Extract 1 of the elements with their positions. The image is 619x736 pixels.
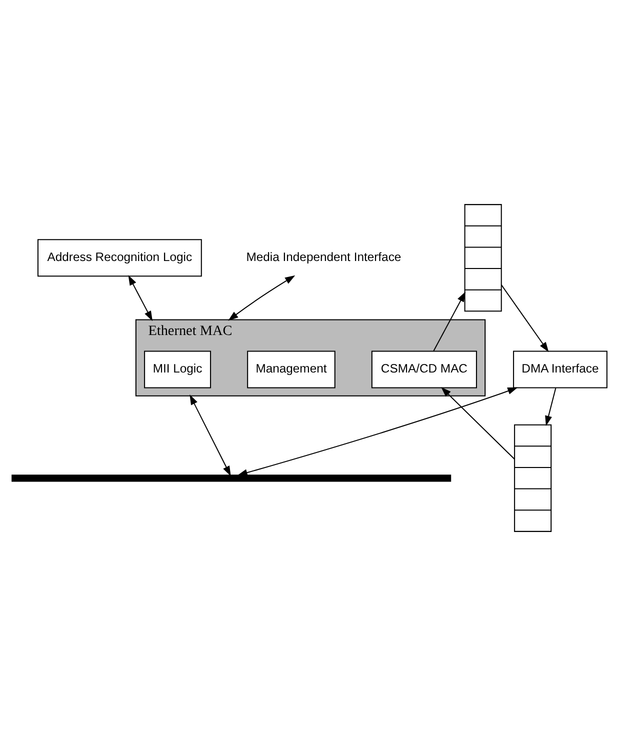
node-text: Media Independent Interface <box>246 250 402 264</box>
